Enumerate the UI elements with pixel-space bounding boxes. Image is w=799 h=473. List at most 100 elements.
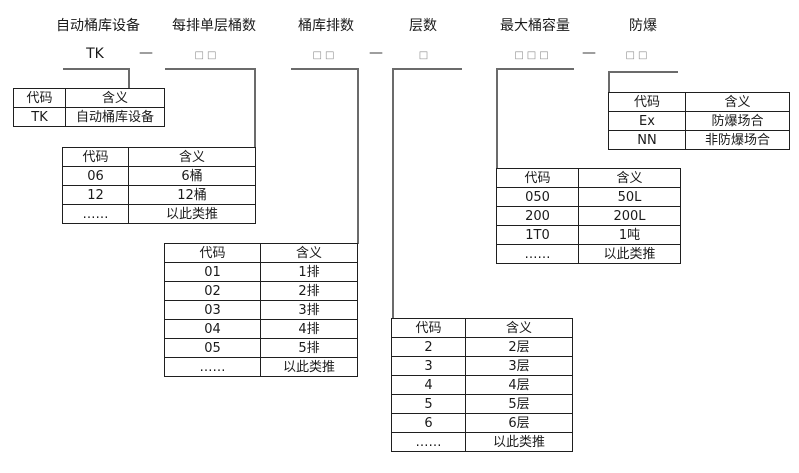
table-cell: 1吨 <box>578 225 681 245</box>
table-row: ……以此类推 <box>391 432 573 452</box>
connector-drums-v <box>254 68 256 148</box>
connector-drums-h <box>165 68 256 70</box>
table-row: ……以此类推 <box>164 357 358 377</box>
table-header-row: 代码含义 <box>164 243 358 263</box>
table-header-cell: 含义 <box>65 88 165 108</box>
table-header-row: 代码含义 <box>13 88 165 108</box>
table-cell: 12 <box>62 185 129 205</box>
connector-rows-h <box>291 68 359 70</box>
code-segment-capacity: □□□ <box>514 50 552 61</box>
field-label-layer-count: 层数 <box>409 18 437 34</box>
code-segment-explosion: □□ <box>625 50 651 61</box>
table-header-cell: 代码 <box>62 147 129 167</box>
table-cell: 6层 <box>465 413 573 433</box>
table-cell: 以此类推 <box>465 432 573 452</box>
connector-layers-v <box>392 68 394 319</box>
field-label-capacity: 最大桶容量 <box>500 18 570 34</box>
table-cell: 5 <box>391 394 466 414</box>
field-label-row-count: 桶库排数 <box>298 18 354 34</box>
table-cell: 5层 <box>465 394 573 414</box>
field-label-drums-per-row: 每排单层桶数 <box>172 18 256 34</box>
table-cell: 6桶 <box>128 166 256 186</box>
code-separator-2: — <box>369 45 383 61</box>
table-cell: 1排 <box>260 262 358 282</box>
table-header-cell: 代码 <box>13 88 66 108</box>
table-header-cell: 代码 <box>391 318 466 338</box>
table-cell: 4 <box>391 375 466 395</box>
table-cell: 06 <box>62 166 129 186</box>
table-cell: 3 <box>391 356 466 376</box>
table-cell: 以此类推 <box>128 204 256 224</box>
code-separator-1: — <box>139 45 153 61</box>
table-cell: …… <box>496 244 579 264</box>
table-row: ……以此类推 <box>62 204 256 224</box>
table-header-row: 代码含义 <box>608 92 790 112</box>
table-cell: 1T0 <box>496 225 579 245</box>
table-header-cell: 含义 <box>578 168 681 188</box>
code-segment-layers: □ <box>418 50 432 61</box>
table-cell: 以此类推 <box>578 244 681 264</box>
table-cell: 200 <box>496 206 579 226</box>
table-cell: 2排 <box>260 281 358 301</box>
connector-rows-v <box>357 68 359 244</box>
table-header-cell: 含义 <box>260 243 358 263</box>
table-cell: …… <box>62 204 129 224</box>
table-cell: 6 <box>391 413 466 433</box>
code-segment-rows: □□ <box>312 50 338 61</box>
table-cell: 02 <box>164 281 261 301</box>
table-cell: 2层 <box>465 337 573 357</box>
table-cell: 4层 <box>465 375 573 395</box>
table-cell: 3排 <box>260 300 358 320</box>
table-cell: 03 <box>164 300 261 320</box>
code-separator-3: — <box>582 45 596 61</box>
table-cell: …… <box>391 432 466 452</box>
table-header-cell: 代码 <box>496 168 579 188</box>
table-cell: 04 <box>164 319 261 339</box>
table-cell: 自动桶库设备 <box>65 107 165 127</box>
table-cell: 5排 <box>260 338 358 358</box>
table-cell: TK <box>13 107 66 127</box>
table-cell: 非防爆场合 <box>685 130 790 150</box>
table-cell: 200L <box>578 206 681 226</box>
field-label-explosion: 防爆 <box>629 18 657 34</box>
table-header-row: 代码含义 <box>391 318 573 338</box>
code-segment-device: TK <box>86 46 104 62</box>
table-cell: NN <box>608 130 686 150</box>
table-cell: 防爆场合 <box>685 111 790 131</box>
table-cell: 050 <box>496 187 579 207</box>
connector-layers-h <box>392 68 462 70</box>
table-cell: 12桶 <box>128 185 256 205</box>
table-cell: 3层 <box>465 356 573 376</box>
table-header-cell: 含义 <box>465 318 573 338</box>
table-header-cell: 含义 <box>128 147 256 167</box>
table-header-row: 代码含义 <box>496 168 681 188</box>
table-cell: 05 <box>164 338 261 358</box>
table-cell: Ex <box>608 111 686 131</box>
table-cell: 2 <box>391 337 466 357</box>
table-cell: 4排 <box>260 319 358 339</box>
